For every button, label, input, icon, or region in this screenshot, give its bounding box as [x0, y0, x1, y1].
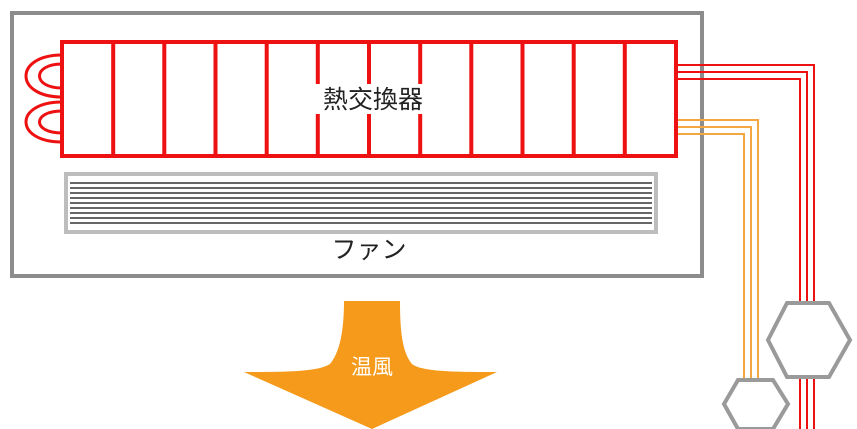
heat-exchanger-icon	[24, 40, 678, 158]
liquid-pipe	[676, 119, 759, 429]
fan-label: ファン	[331, 235, 406, 264]
heat-exchanger-label-bg	[312, 84, 436, 114]
fan-icon	[64, 172, 658, 234]
gas-pipe-joint-icon	[765, 301, 853, 379]
fan-blades	[70, 182, 652, 224]
liquid-pipe-joint-icon	[721, 378, 791, 429]
warm-air-label: 温風	[351, 355, 393, 379]
warm-air-arrow-icon	[244, 301, 497, 429]
coil-bend-icon	[24, 53, 63, 144]
heat-exchanger-label: 熱交換器	[323, 85, 423, 114]
